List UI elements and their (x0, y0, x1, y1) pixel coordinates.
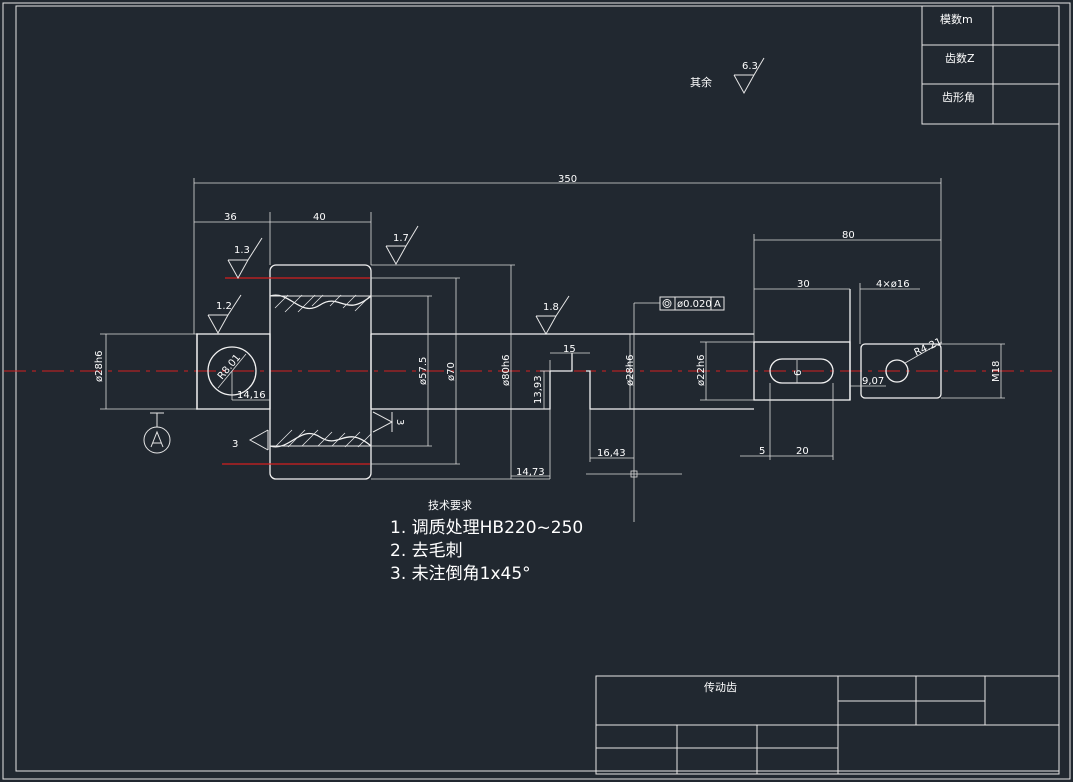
tolerance-frame: ø0.020 A (659, 296, 725, 311)
dim-dia-28-mid: ø28h6 (625, 354, 636, 386)
other-roughness-value: 6.3 (742, 61, 758, 72)
dim-15: 15 (563, 344, 576, 355)
dim-holes: 4×ø16 (876, 279, 910, 290)
roughness-1-7: 1.7 (393, 233, 409, 244)
dim-dia-57-5: ø57.5 (418, 357, 429, 385)
dim-40: 40 (313, 212, 326, 223)
dim-key-6: 6 (793, 370, 804, 376)
dim-dia-70: ø70 (446, 362, 457, 381)
tech-item-2: 2. 去毛刺 (390, 541, 463, 561)
roughness-symbol-other: 6.3 (733, 57, 765, 95)
roughness-3-left: 3 (232, 439, 238, 450)
dim-9-07: 9,07 (862, 376, 884, 387)
tech-item-3: 3. 未注倒角1x45° (390, 564, 531, 584)
dim-20: 20 (796, 446, 809, 457)
roughness-1-8: 1.8 (543, 302, 559, 313)
tech-requirements: 技术要求 1. 调质处理HB220~250 2. 去毛刺 3. 未注倒角1x45… (390, 499, 583, 584)
title-block: 传动齿 (595, 675, 1060, 775)
dim-13-93: 13,93 (533, 375, 544, 404)
dimension-lines (100, 178, 1005, 522)
part-name: 传动齿 (704, 681, 737, 694)
tech-heading: 技术要求 (428, 499, 472, 512)
dim-36: 36 (224, 212, 237, 223)
dim-30: 30 (797, 279, 810, 290)
tech-item-1: 1. 调质处理HB220~250 (390, 518, 583, 538)
dim-14-73: 14,73 (516, 467, 545, 478)
dim-16-43: 16,43 (597, 448, 626, 459)
roughness-symbols: 1.3 1.7 1.2 1.8 3 3 (207, 225, 570, 451)
param-pressure-angle: 齿形角 (942, 91, 975, 104)
roughness-3-right: 3 (394, 419, 405, 425)
datum-symbol (143, 412, 171, 454)
param-table: 模数m 齿数Z 齿形角 (921, 5, 1060, 125)
dim-dia-80: ø80h6 (501, 354, 512, 386)
dim-r8: R8.01 (216, 352, 243, 381)
tolerance-datum: A (714, 299, 721, 310)
dim-r4: R4.21 (913, 336, 944, 358)
param-module: 模数m (940, 13, 973, 26)
tolerance-value: ø0.020 (677, 299, 712, 310)
roughness-1-2: 1.2 (216, 301, 232, 312)
shaft-outline (196, 264, 942, 480)
dim-dia-28-left: ø28h6 (94, 350, 105, 382)
gear-teeth-section (222, 277, 372, 465)
dim-5: 5 (759, 446, 765, 457)
dim-14-16: 14,16 (237, 390, 266, 401)
dim-overall-350: 350 (558, 174, 577, 185)
dim-80: 80 (842, 230, 855, 241)
dim-dia-22: ø22h6 (696, 354, 707, 386)
dimension-texts: 350 36 40 80 30 4×ø16 15 5 20 16,43 14,7… (94, 174, 1002, 478)
dim-thread: M18 (991, 361, 1002, 382)
inner-frame (15, 5, 1060, 772)
other-surfaces-label: 其余 (690, 75, 712, 89)
roughness-1-3: 1.3 (234, 245, 250, 256)
param-teeth: 齿数Z (945, 52, 975, 65)
